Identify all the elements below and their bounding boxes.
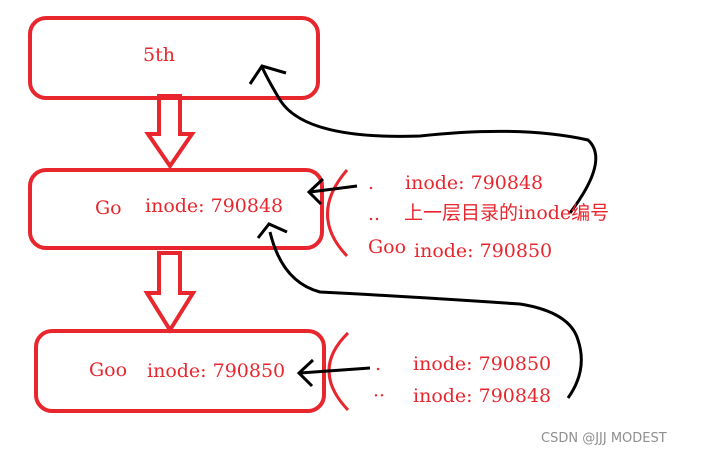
go-entry-dot-inode: inode: 790848 (405, 172, 544, 194)
arrowhead-dot-goo (296, 358, 315, 388)
bracket-middle (326, 169, 349, 258)
box-go-name: Go (95, 197, 122, 219)
arrow-dot-go (309, 184, 358, 194)
curve-goo-to-go (268, 231, 583, 399)
go-entry-child-inode: inode: 790850 (414, 240, 553, 262)
arrowhead-dot-go (306, 177, 325, 206)
curve-go-to-5th (260, 66, 598, 214)
arrow-dot-goo (299, 366, 371, 375)
goo-entry-dot: . (375, 353, 382, 375)
box-go-inode: inode: 790848 (145, 195, 284, 217)
goo-entry-dot-inode: inode: 790850 (413, 353, 552, 375)
go-entry-dot: . (368, 172, 375, 194)
down-arrow-2 (143, 251, 197, 334)
arrowhead-5th (248, 64, 287, 85)
down-arrow-1 (144, 94, 196, 170)
goo-entry-dotdot: ·· (373, 385, 386, 407)
watermark: CSDN @JJJ MODEST (541, 431, 667, 446)
box-5th-label: 5th (143, 44, 175, 66)
box-goo-name: Goo (89, 359, 128, 381)
goo-entry-dotdot-inode: inode: 790848 (413, 385, 552, 407)
go-entry-child: Goo (368, 236, 407, 258)
go-entry-dotdot-note: 上一层目录的inode编号 (404, 202, 610, 224)
arrowhead-go (256, 222, 288, 239)
go-entry-dotdot: .. (368, 203, 381, 225)
box-go (28, 168, 324, 250)
box-goo-inode: inode: 790850 (147, 360, 286, 382)
